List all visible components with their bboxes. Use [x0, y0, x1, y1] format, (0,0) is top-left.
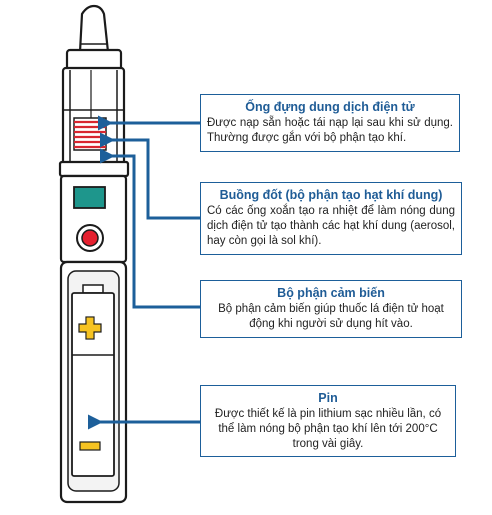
callout-title: Pin [318, 391, 338, 405]
arrow-to-sensor [100, 148, 200, 309]
callout-liquid-tank: Ống đựng dung dịch điện tử Được nạp sẵn … [200, 94, 460, 152]
heating-coil [73, 117, 107, 151]
callout-body: Có các ống xoắn tạo ra nhiệt để làm nóng… [207, 205, 455, 247]
battery-cell [71, 292, 115, 477]
callout-title: Buồng đốt (bộ phận tạo hạt khí dung) [219, 188, 443, 202]
callout-sensor: Bộ phận cảm biến Bộ phận cảm biến giúp t… [200, 280, 462, 338]
callout-battery: Pin Được thiết kế là pin lithium sạc nhi… [200, 385, 456, 457]
callout-atomizer: Buồng đốt (bộ phận tạo hạt khí dung) Có … [200, 182, 462, 255]
battery-terminal [82, 284, 104, 294]
power-button-icon [76, 224, 104, 252]
callout-body: Được thiết kế là pin lithium sạc nhiều l… [214, 408, 442, 450]
display-screen [73, 186, 106, 209]
connector-ring [58, 160, 130, 178]
callout-title: Bộ phận cảm biến [277, 286, 385, 300]
callout-body: Bộ phận cảm biến giúp thuốc lá điện tử h… [218, 303, 444, 330]
minus-sign-icon [79, 441, 101, 451]
mouthpiece [78, 4, 110, 54]
callout-body: Được nạp sẵn hoặc tái nạp lại sau khi sử… [207, 117, 453, 144]
plus-sign-icon [78, 316, 102, 340]
arrow-to-coil [100, 132, 200, 220]
callout-title: Ống đựng dung dịch điện tử [245, 100, 415, 114]
